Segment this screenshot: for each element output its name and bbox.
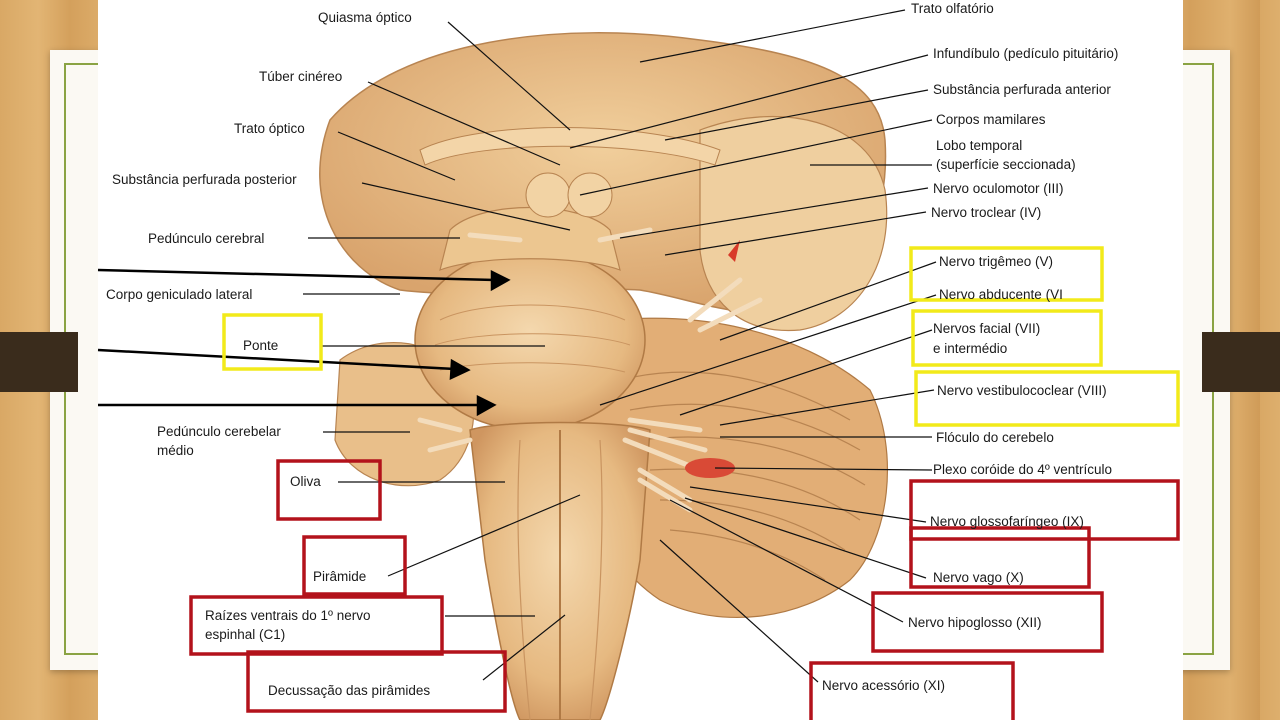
label-trato-olfatorio: Trato olfatório [911, 1, 994, 16]
choroid-plexus-red [685, 458, 735, 478]
label-nervo-acessorio: Nervo acessório (XI) [822, 678, 946, 693]
medulla-pyramids [517, 439, 603, 720]
nerve-roots [417, 227, 763, 513]
label-nervo-glossofaringeo: Nervo glossofaríngeo (IX) [930, 514, 1084, 529]
label-nervo-hipoglosso: Nervo hipoglosso (XII) [908, 615, 1042, 630]
label-substancia-perfurada-anterior: Substância perfurada anterior [933, 82, 1111, 97]
label-infundibulo: Infundíbulo (pedículo pituitário) [933, 46, 1119, 61]
label-corpo-geniculado-lateral: Corpo geniculado lateral [106, 287, 253, 302]
label-nervo-vestibulococlear: Nervo vestibulococlear (VIII) [937, 383, 1107, 398]
label-raizes-ventrais: Raízes ventrais do 1º nervo [205, 608, 371, 623]
label-plexo-coroide: Plexo coróide do 4º ventrículo [933, 462, 1113, 477]
label-substancia-perfurada-posterior: Substância perfurada posterior [112, 172, 297, 187]
left-side-tab [0, 332, 78, 392]
cerebellum-folia [619, 371, 866, 581]
red-highlight-boxes [189, 459, 1180, 720]
label-nervo-troclear: Nervo troclear (IV) [931, 205, 1042, 220]
label-nervo-abducente: Nervo abducente (VI [939, 287, 1063, 302]
label-quiasma-optico: Quiasma óptico [318, 10, 412, 25]
label-piramide: Pirâmide [313, 569, 367, 584]
label-superficie-seccionada: (superfície seccionada) [936, 157, 1076, 172]
label-pedunculo-cerebelar: Pedúnculo cerebelar [157, 424, 281, 439]
label-nervo-vago: Nervo vago (X) [933, 570, 1024, 585]
peduncles-shape [439, 206, 621, 271]
label-nervo-oculomotor: Nervo oculomotor (III) [933, 181, 1064, 196]
temporal-lobe-shape [699, 115, 888, 332]
label-decussacao-piramides: Decussação das pirâmides [268, 683, 431, 698]
label-floculo-cerebelo: Flóculo do cerebelo [936, 430, 1054, 445]
label-e-intermedio: e intermédio [933, 341, 1008, 356]
label-lobo-temporal: Lobo temporal [936, 138, 1023, 153]
red-accent [728, 240, 740, 262]
right-side-tab [1202, 332, 1280, 392]
label-pedunculo-cerebral: Pedúnculo cerebral [148, 231, 265, 246]
mamillary-right [567, 172, 613, 218]
label-raizes-ventrais-c1: espinhal (C1) [205, 627, 286, 642]
label-pedunculo-cerebelar-medio: médio [157, 443, 194, 458]
label-nervo-trigemeo: Nervo trigêmeo (V) [939, 254, 1054, 269]
label-corpos-mamilares: Corpos mamilares [936, 112, 1046, 127]
label-tuber-cinereo: Túber cinéreo [259, 69, 343, 84]
label-trato-optico: Trato óptico [234, 121, 305, 136]
label-ponte: Ponte [243, 338, 279, 353]
label-oliva: Oliva [290, 474, 321, 489]
label-nervos-facial: Nervos facial (VII) [933, 321, 1041, 336]
pointer-arrows [97, 268, 511, 417]
yellow-highlight-boxes [222, 246, 1180, 427]
mamillary-left [525, 172, 571, 218]
leader-lines [303, 9, 937, 683]
